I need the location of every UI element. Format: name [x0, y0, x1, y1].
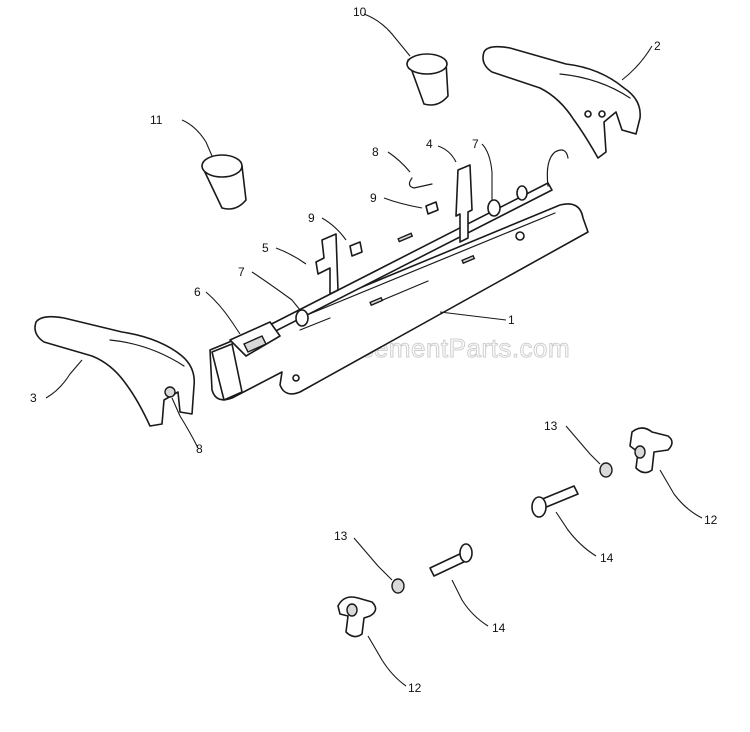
- part-12-knob-nut-left: [337, 596, 377, 638]
- callout-8-upper: 8: [372, 145, 379, 159]
- callout-9-lower: 9: [308, 211, 315, 225]
- callout-4: 4: [426, 137, 433, 151]
- callout-9-upper: 9: [370, 191, 377, 205]
- part-11-knob: [201, 154, 247, 210]
- callout-2: 2: [654, 39, 661, 53]
- part-1-bracket-plate: [209, 203, 589, 401]
- callout-13-right: 13: [544, 419, 558, 433]
- callout-8-lower: 8: [196, 442, 203, 456]
- callout-11: 11: [150, 113, 163, 127]
- part-13-nut-left: [391, 578, 405, 594]
- callout-1: 1: [508, 313, 515, 327]
- callout-5: 5: [262, 241, 269, 255]
- callout-labels: 10 2 11 3 8 4 7 8 9 9 5 7 6 1 13 12 14 1…: [30, 5, 718, 695]
- part-14-carriage-bolt-right: [531, 485, 579, 518]
- part-4-tall-bracket: [455, 164, 473, 243]
- part-7-collar-lower: [295, 309, 309, 327]
- callout-12-right: 12: [704, 513, 718, 527]
- callout-10: 10: [353, 5, 367, 19]
- callout-14-left: 14: [492, 621, 506, 635]
- callout-7-lower: 7: [238, 265, 245, 279]
- part-9-bolt-lower: [349, 241, 363, 257]
- part-9-bolt-upper: [425, 201, 439, 215]
- part-14-carriage-bolt-left: [429, 543, 473, 577]
- callout-3: 3: [30, 391, 37, 405]
- part-2-handle-right: [482, 45, 641, 159]
- leader-lines: [45, 13, 703, 687]
- part-8-hairpin-clip-upper: [408, 177, 433, 189]
- part-6-end-bracket: [211, 321, 281, 401]
- callout-14-right: 14: [600, 551, 614, 565]
- part-12-knob-nut-right: [629, 427, 673, 474]
- part-7-collar-upper: [487, 185, 528, 217]
- part-5-bracket: [315, 233, 339, 295]
- part-13-nut-right: [599, 462, 613, 478]
- callout-7-upper: 7: [472, 137, 479, 151]
- callout-13-left: 13: [334, 529, 348, 543]
- callout-6: 6: [194, 285, 201, 299]
- callout-12-left: 12: [408, 681, 422, 695]
- part-10-knob: [406, 53, 449, 106]
- part-3-handle-left: [34, 315, 196, 427]
